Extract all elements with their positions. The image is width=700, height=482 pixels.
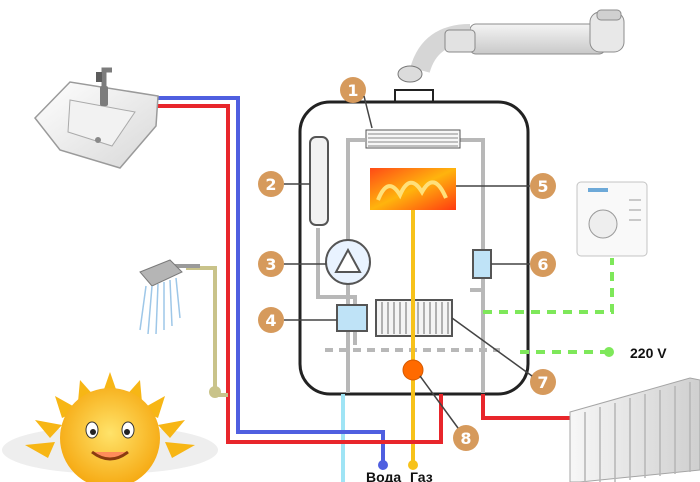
- three-way-valve: [336, 304, 368, 332]
- badge-4-label: 4: [265, 311, 276, 330]
- chimney-flue-icon: [397, 9, 625, 83]
- pump-icon: [325, 239, 371, 285]
- gas-pipe: [402, 210, 424, 470]
- water-label: Вода: [366, 469, 401, 482]
- badge-5: 5: [456, 173, 556, 199]
- badge-4: 4: [258, 307, 337, 333]
- sun-icon: [2, 372, 218, 482]
- valve-icon: [472, 249, 492, 279]
- burner-flame-icon: [370, 168, 456, 210]
- badge-6: 6: [491, 251, 556, 277]
- badge-2-label: 2: [265, 175, 276, 194]
- gas-label: Газ: [410, 469, 433, 482]
- faucet-icon: [96, 67, 112, 106]
- badge-5-label: 5: [537, 177, 548, 196]
- electric-lines: [483, 258, 614, 354]
- power-point: [604, 347, 614, 357]
- badge-3: 3: [258, 251, 326, 277]
- expansion-tank: [309, 136, 329, 226]
- badge-7-label: 7: [537, 373, 548, 392]
- badge-7: 7: [451, 317, 556, 395]
- sink-icon: [34, 81, 159, 169]
- shower-icon: [139, 259, 200, 335]
- badge-8-label: 8: [460, 429, 471, 448]
- badge-6-label: 6: [537, 255, 548, 274]
- heat-exchanger-top: [365, 129, 461, 149]
- badge-1-label: 1: [347, 81, 358, 100]
- radiator-icon: [569, 377, 700, 482]
- thermostat-icon: [576, 181, 648, 257]
- badge-8: 8: [419, 375, 479, 451]
- badge-2: 2: [258, 171, 310, 197]
- badge-3-label: 3: [265, 255, 276, 274]
- shower-pipe: [186, 266, 228, 398]
- hot-pipe: [130, 104, 575, 444]
- badge-1: 1: [340, 77, 373, 129]
- power-label: 220 V: [630, 345, 667, 361]
